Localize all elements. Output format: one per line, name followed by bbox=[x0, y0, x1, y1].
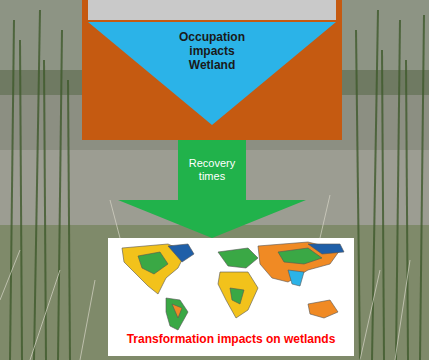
node-label: Occupation impacts Wetland bbox=[169, 30, 255, 72]
arrow-label: Recovery times bbox=[181, 157, 243, 183]
block-arrow bbox=[118, 140, 306, 238]
arrow-body bbox=[118, 140, 306, 238]
map-box: Transformation impacts on wetlands bbox=[108, 238, 354, 356]
node-label: Transformation impacts on wetlands bbox=[108, 332, 354, 346]
occupation-shape: Occupation impacts Wetland bbox=[82, 0, 342, 140]
